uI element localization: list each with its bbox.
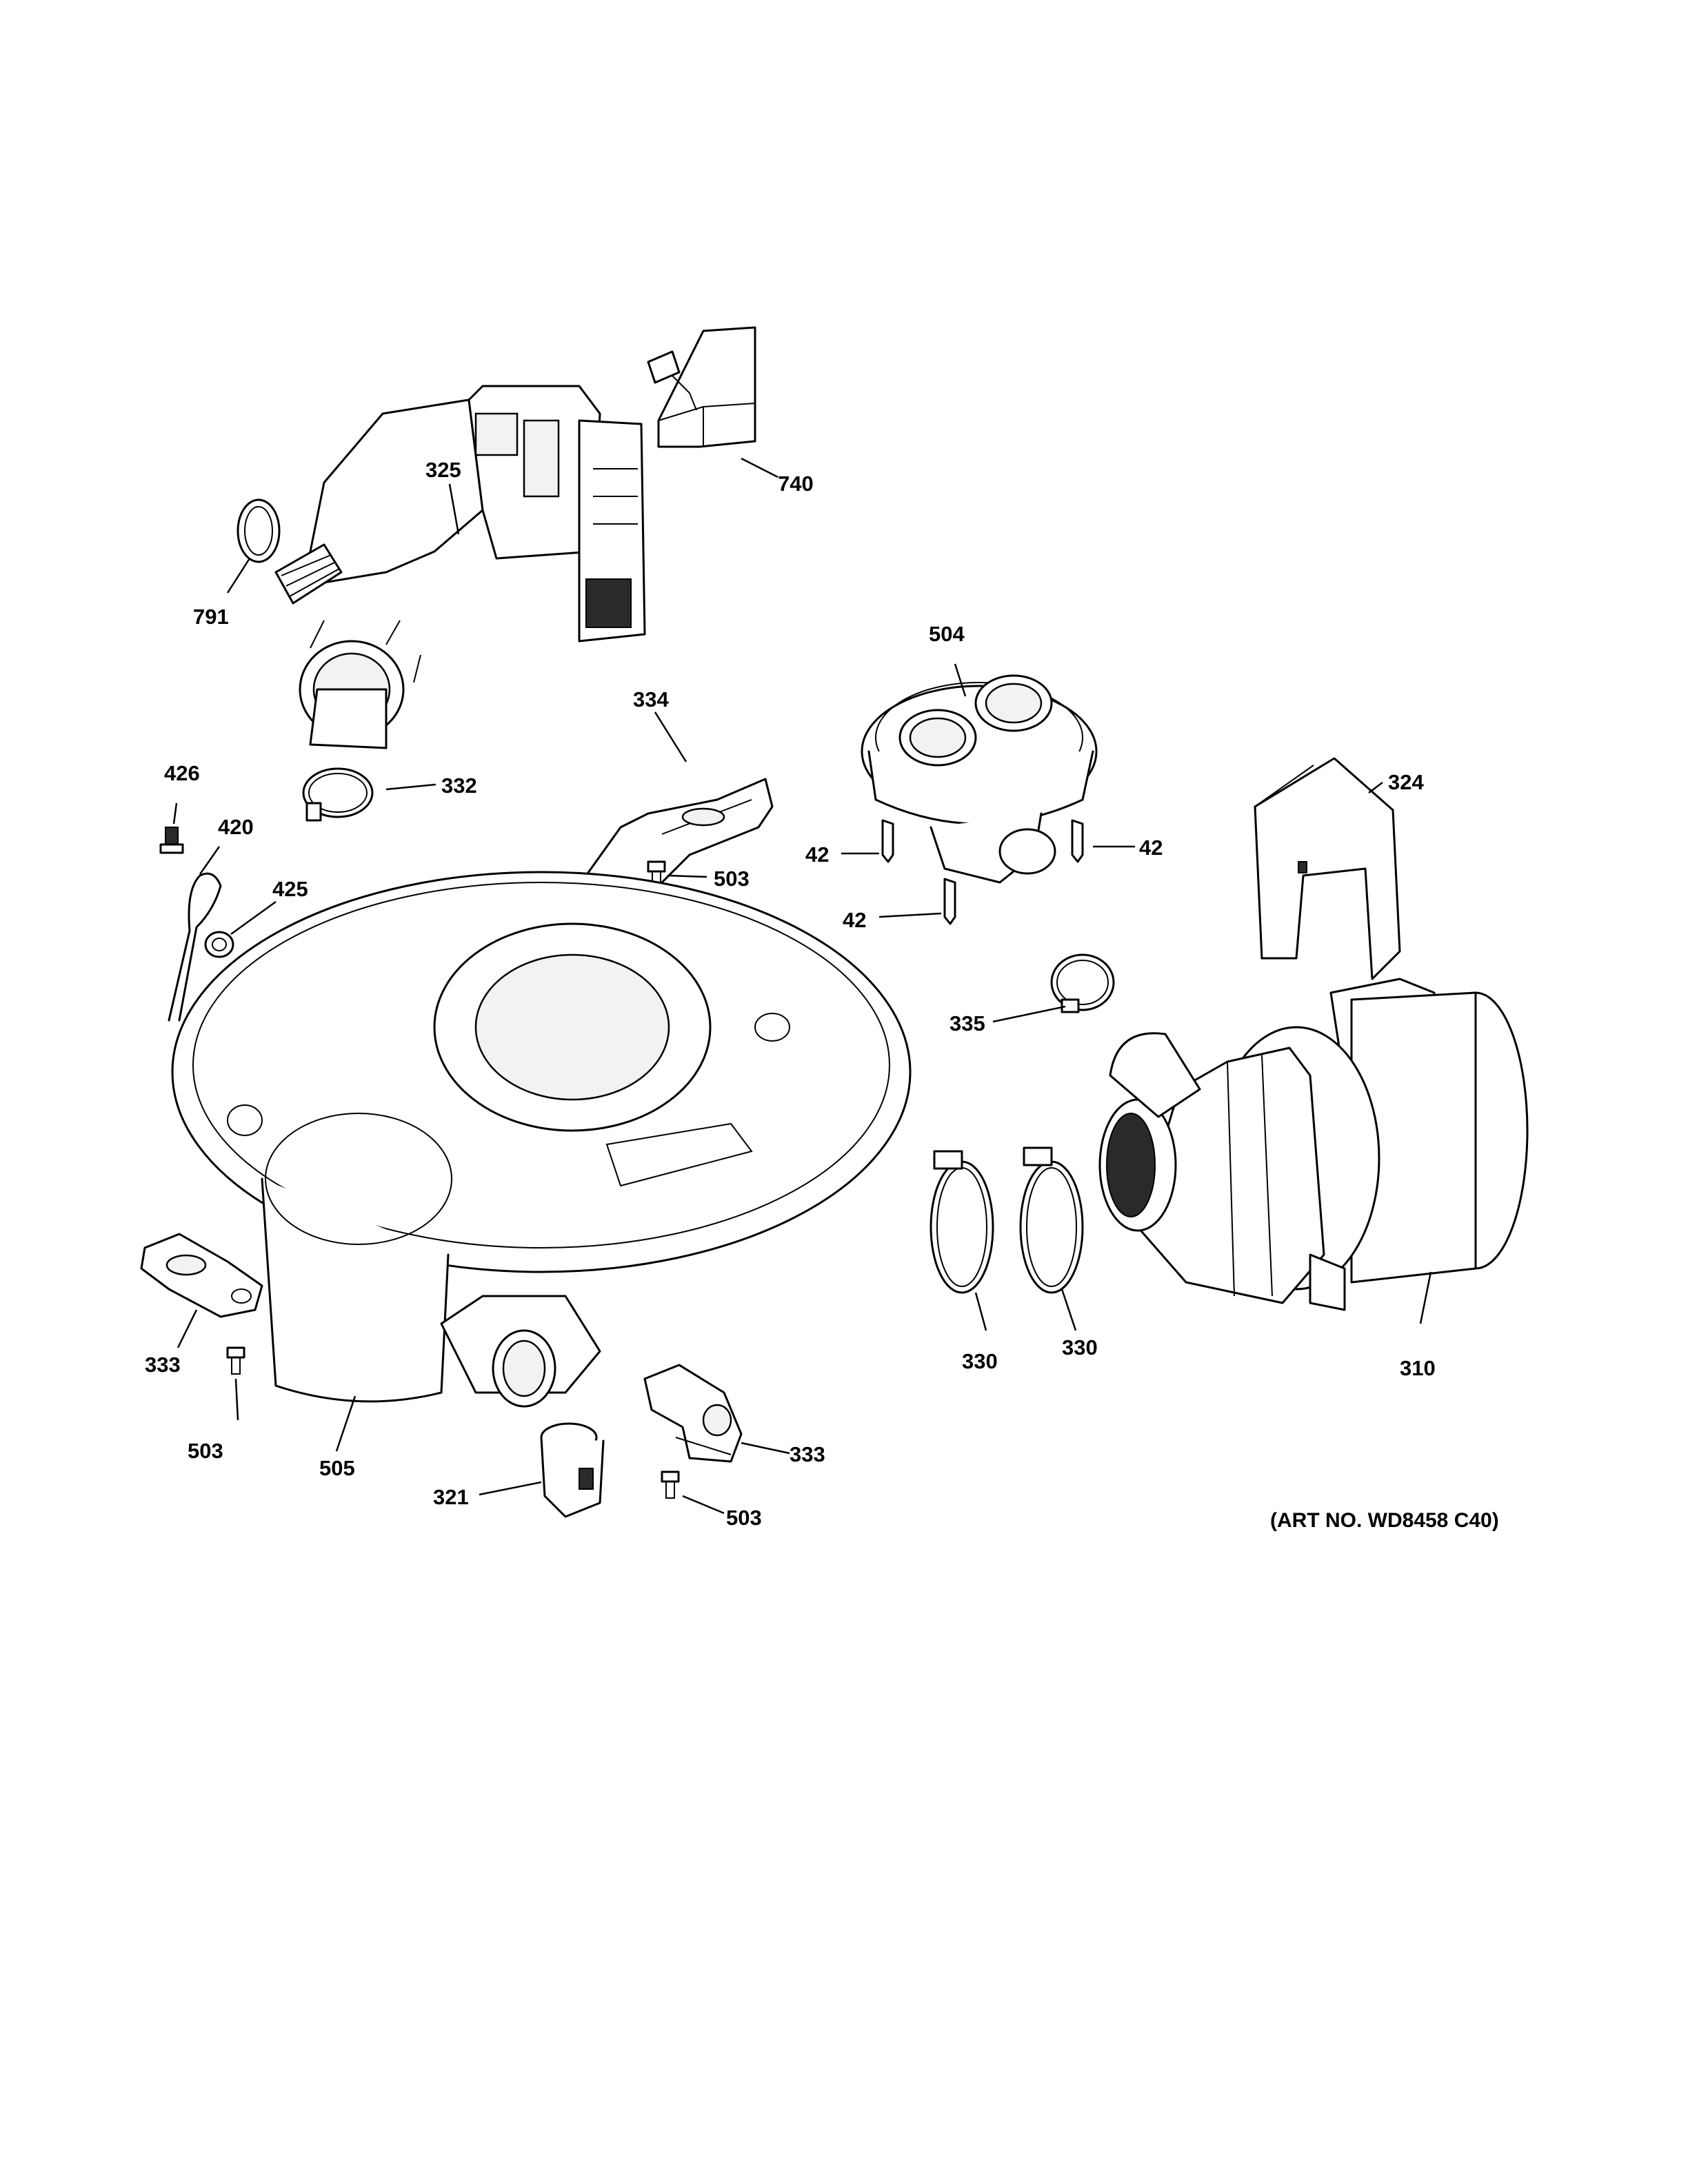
callout-42-right: 42 — [1139, 836, 1163, 860]
callout-740: 740 — [778, 472, 814, 496]
part-332-clamp — [302, 767, 374, 822]
callout-332: 332 — [441, 774, 477, 798]
callout-333-left: 333 — [145, 1353, 181, 1377]
callout-333-right: 333 — [790, 1442, 825, 1466]
callout-42-left: 42 — [805, 842, 829, 867]
part-503-screw-b — [226, 1346, 245, 1375]
part-324-cover — [1254, 757, 1401, 980]
part-791-ring — [237, 498, 281, 563]
part-321-sensor — [540, 1422, 605, 1518]
part-335-clamp — [1050, 953, 1115, 1013]
part-503-screw-a — [647, 860, 666, 887]
part-503-screw-c — [661, 1470, 680, 1499]
part-504-diverter — [861, 674, 1098, 884]
callout-335: 335 — [950, 1011, 985, 1035]
callout-503-left: 503 — [188, 1439, 223, 1463]
callout-310: 310 — [1400, 1356, 1436, 1380]
callout-503-lower: 503 — [726, 1506, 762, 1530]
callout-325: 325 — [425, 458, 461, 482]
callout-321: 321 — [433, 1485, 469, 1509]
part-334-bracket — [585, 778, 774, 898]
callout-425: 425 — [272, 877, 308, 901]
part-310-circulation-pump — [1098, 978, 1529, 1311]
part-333-bracket-b — [643, 1364, 743, 1463]
callout-324: 324 — [1388, 770, 1424, 794]
callout-505: 505 — [319, 1456, 355, 1480]
part-420-wire — [168, 872, 222, 1022]
art-number: (ART NO. WD8458 C40) — [1270, 1509, 1499, 1532]
callout-334: 334 — [633, 687, 669, 711]
callout-791: 791 — [193, 605, 229, 629]
part-325-drain-pump — [274, 385, 646, 749]
callout-330-left: 330 — [962, 1349, 998, 1373]
leader-lines — [172, 457, 1432, 1515]
callout-426: 426 — [164, 761, 200, 785]
callout-420: 420 — [218, 815, 254, 839]
callout-labels: 740 325 791 504 334 332 426 420 425 324 … — [145, 458, 1436, 1530]
callout-330-right: 330 — [1062, 1335, 1098, 1359]
part-505-sump — [171, 871, 912, 1408]
part-425-grommet — [204, 931, 234, 958]
callout-504: 504 — [929, 622, 965, 646]
callout-503-upper: 503 — [714, 867, 750, 891]
part-330-clamps — [930, 1146, 1084, 1294]
part-42-screws — [881, 819, 1084, 925]
part-426-screw — [159, 827, 184, 854]
callout-42-lower: 42 — [843, 908, 866, 932]
part-740-cover — [647, 326, 756, 448]
part-333-bracket-a — [140, 1233, 263, 1318]
